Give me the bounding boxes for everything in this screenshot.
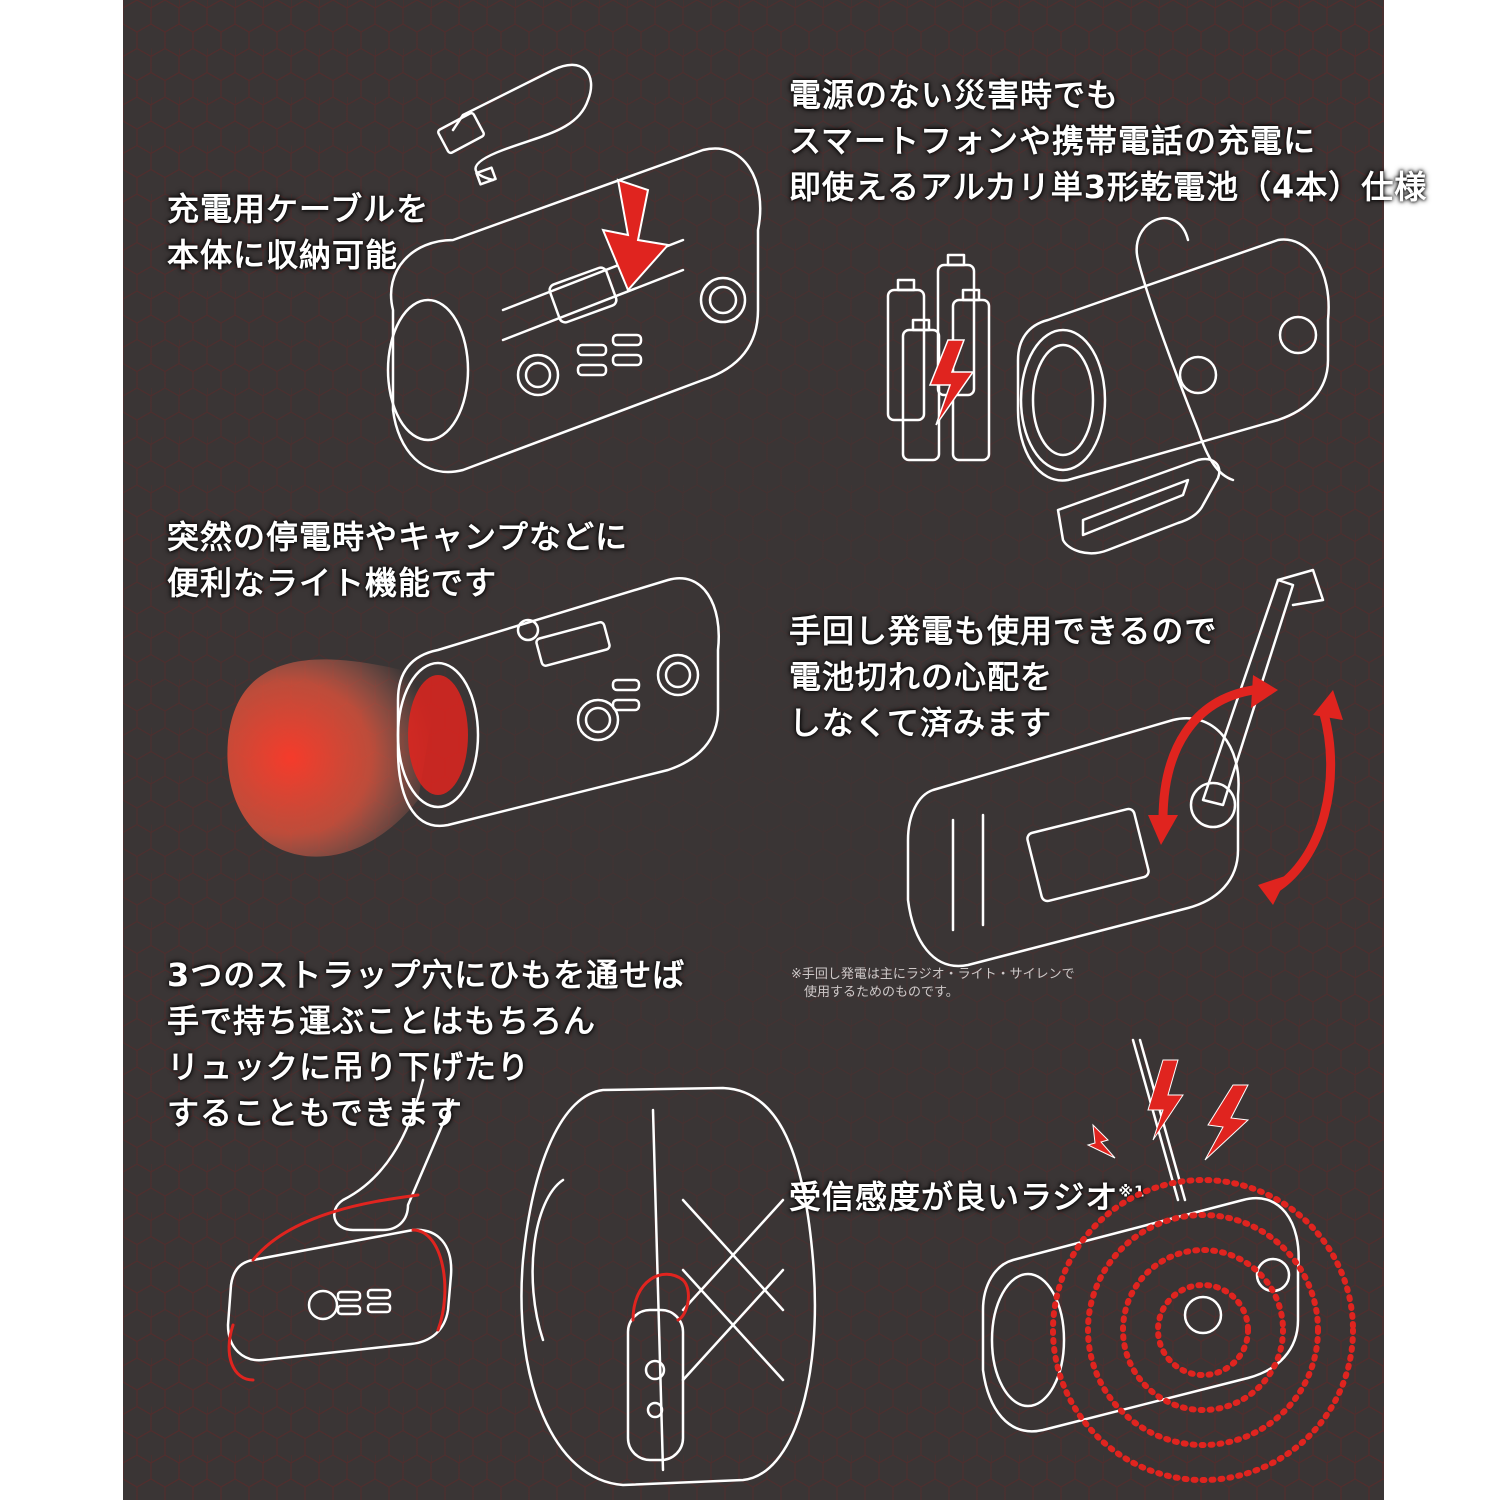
down-arrow-icon	[601, 178, 670, 292]
smartphone-icon	[1056, 457, 1221, 555]
signal-waves-icon	[1050, 1177, 1356, 1483]
battery-charging-illustration	[886, 217, 1330, 555]
backpack-icon	[520, 1086, 817, 1487]
caption-cable: 充電用ケーブルを 本体に収納可能	[167, 190, 430, 274]
lightning-icon	[928, 339, 975, 426]
caption-battery: 電源のない災害時でも スマートフォンや携帯電話の充電に 即使えるアルカリ単3形乾…	[789, 76, 1428, 206]
caption-strap: 3つのストラップ穴にひもを通せば 手で持ち運ぶことはもちろん リュックに吊り下げ…	[167, 956, 686, 1132]
usb-cable-icon	[451, 63, 593, 182]
cable-storage-illustration	[386, 63, 762, 474]
hand-crank-icon	[1201, 578, 1295, 807]
feature-panel: 充電用ケーブルを 本体に収納可能 電源のない災害時でも スマートフォンや携帯電話…	[123, 0, 1426, 1500]
caption-crank: 手回し発電も使用できるので 電池切れの心配を しなくて済みます	[789, 612, 1218, 742]
caption-light: 突然の停電時やキャンプなどに 便利なライト機能です	[167, 518, 629, 602]
crank-footnote: ※手回し発電は主にラジオ・ライト・サイレンで 使用するためのものです。	[791, 967, 1075, 1000]
radio-reception-illustration	[981, 1038, 1356, 1483]
strap-backpack-illustration	[226, 1078, 817, 1487]
rotation-arrows-icon	[1158, 685, 1336, 895]
flashlight-illustration	[227, 577, 720, 857]
light-beam	[227, 659, 438, 857]
hand-crank-illustration	[906, 568, 1343, 968]
battery-icon	[886, 253, 991, 462]
